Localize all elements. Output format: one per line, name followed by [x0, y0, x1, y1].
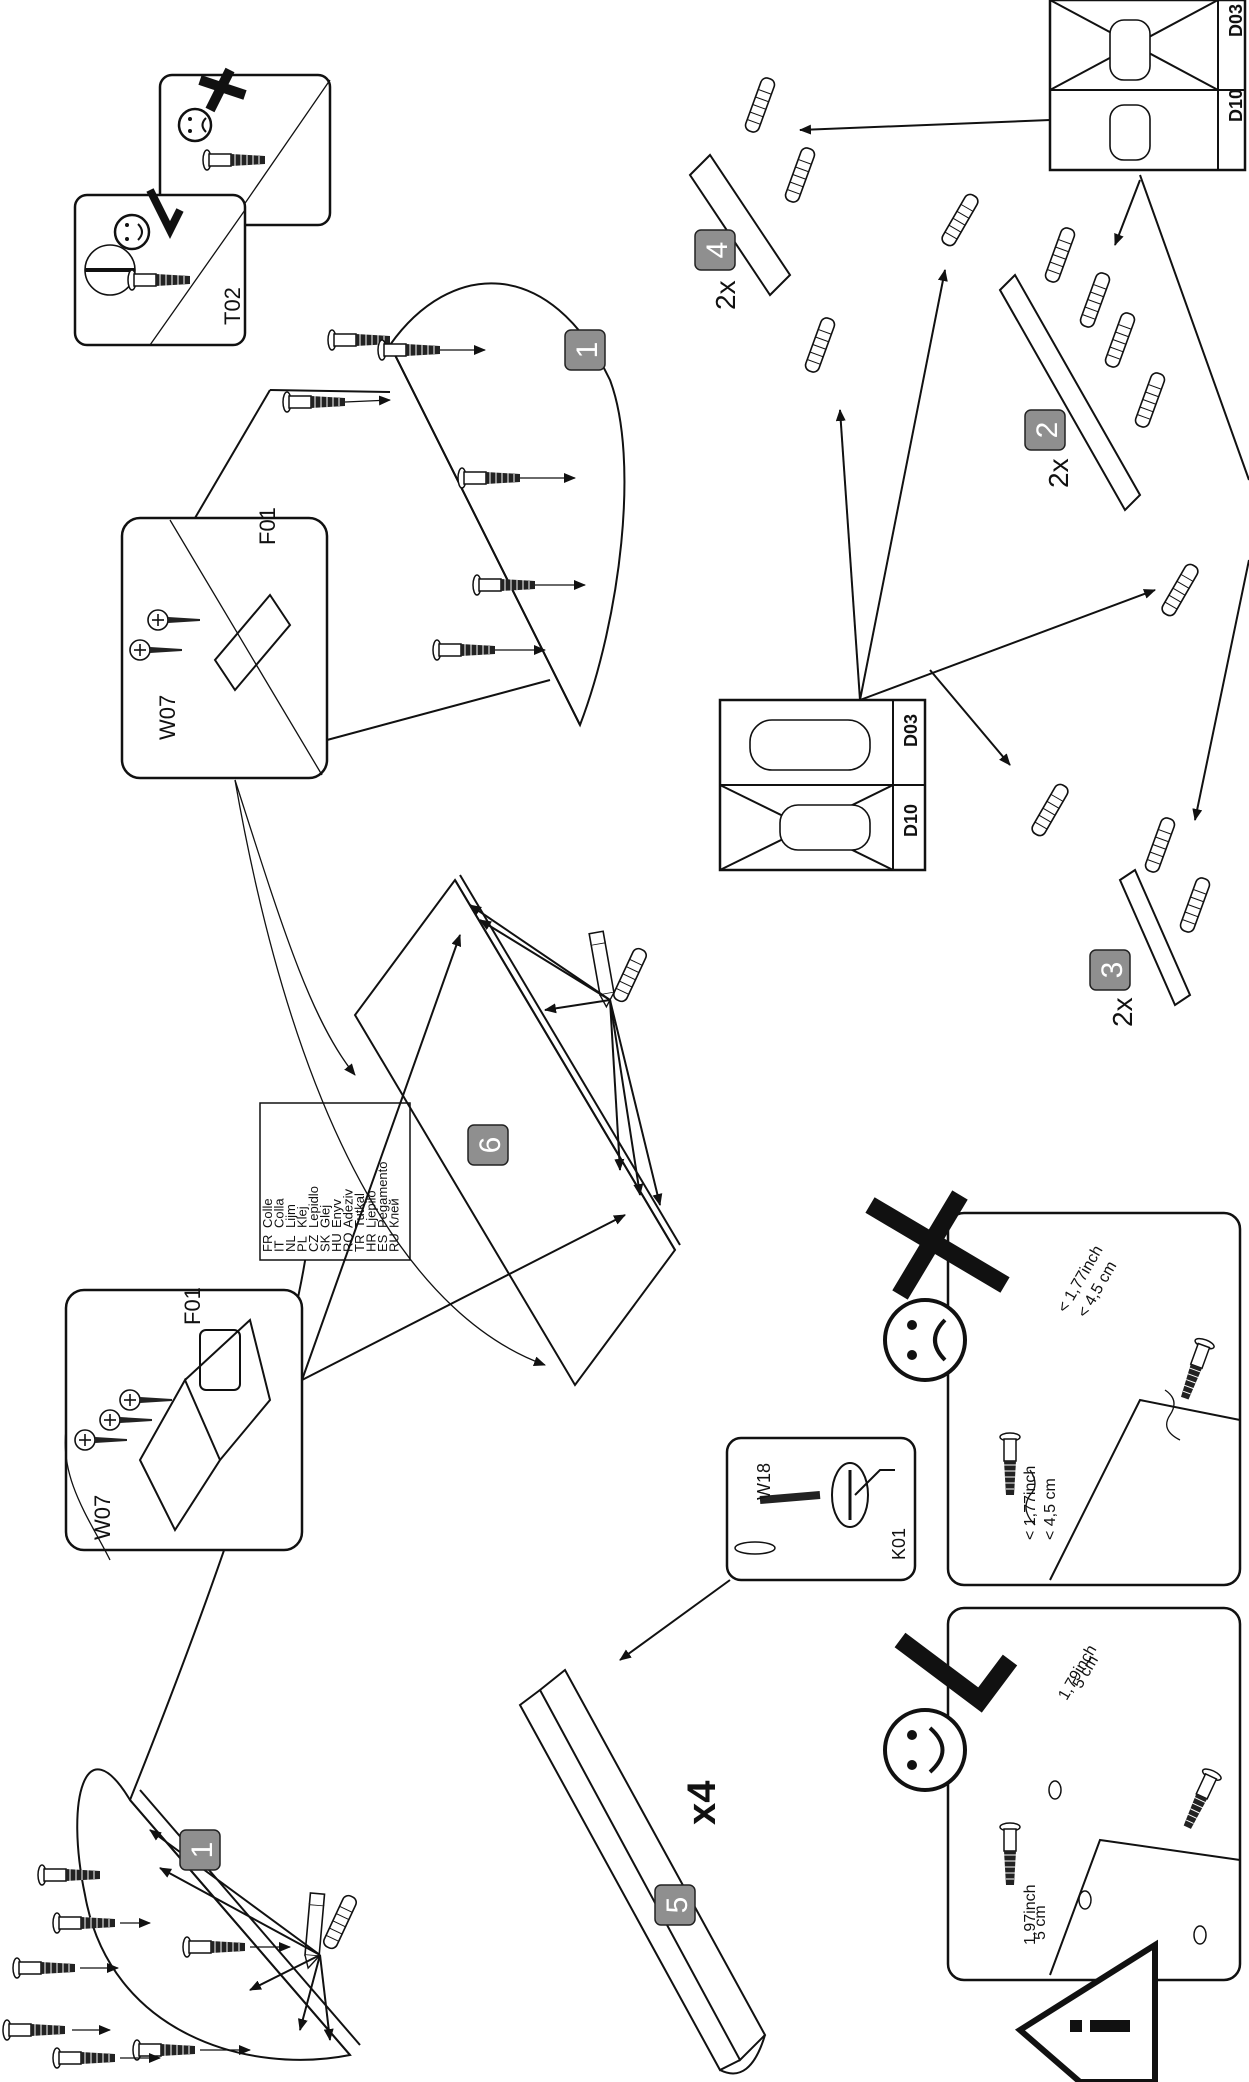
dowel-routing-arrows [835, 174, 1249, 821]
legend-code: ES [375, 1234, 390, 1252]
bad-fitting-box: < 1,77inch < 4,5 cm < 1,77inch < 4,5 cm [865, 1190, 1242, 1587]
legend-code: NL [283, 1235, 298, 1252]
legend-word: Enyv [329, 1199, 344, 1228]
check-icon [146, 188, 184, 239]
check-icon [894, 1632, 1018, 1713]
part-2-assembly: 2 2x [939, 179, 1201, 619]
panel-1-bottom: 1 [2, 1109, 361, 2069]
part-4-qty: 2x [710, 280, 741, 310]
part-label-6: 6 [474, 1137, 507, 1154]
cam-lock-detail-box: W18 K01 [725, 1436, 917, 1582]
legend-code: IT [272, 1240, 287, 1252]
good-fitting-box: 1,97inch 5 cm 1,79inch 5 cm [883, 1606, 1242, 1982]
part-2-qty: 2x [1043, 458, 1074, 488]
legend-code: HU [329, 1233, 344, 1252]
legend-word: Colla [272, 1198, 287, 1228]
bad-depth-cm: < 4,5 cm [1042, 1478, 1059, 1540]
part-label-4: 4 [701, 242, 734, 259]
bad-depth-inch: < 1,77inch [1022, 1466, 1039, 1540]
happy-face-icon [113, 213, 151, 251]
legend-code: HR [364, 1233, 379, 1252]
cam-code-label: W18 [754, 1463, 774, 1500]
part-label-5: 5 [661, 1897, 694, 1914]
part-3-assembly: 3 2x [1029, 781, 1212, 1027]
bracket-detail-box-left: W07 F01 [64, 1287, 304, 1561]
bracket-detail-box-top: W07 F01 [120, 507, 329, 780]
cross-icon [865, 1190, 1010, 1300]
key-code-label: K01 [889, 1528, 909, 1560]
legend-word: Ljepilo [364, 1190, 379, 1228]
legend-word: Клей [387, 1198, 402, 1228]
legend-word: Glej [318, 1205, 333, 1228]
dowel-code-d10: D10 [1226, 89, 1246, 122]
tool-check-boxes: T02 [73, 67, 332, 347]
warning-icon [1014, 1939, 1158, 2082]
part-5-rail: 5 x4 [518, 1579, 767, 2075]
good-depth-cm: 5 cm [1032, 1905, 1049, 1940]
part-label-3: 3 [1096, 962, 1129, 979]
dowel-icon [611, 945, 649, 1005]
cross-icon [198, 67, 247, 113]
part-label-1: 1 [186, 1842, 219, 1859]
sad-face-icon [177, 107, 213, 143]
dowel-icon [321, 1892, 359, 1952]
bracket-code-label: F01 [180, 1287, 205, 1325]
part-5-qty: x4 [680, 1780, 724, 1825]
panel-6: 6 [234, 779, 681, 1387]
dowel-selection-box-mid: D03 D10 [718, 698, 927, 872]
legend-word: Lepidlo [306, 1186, 321, 1228]
part-label-1: 1 [571, 342, 604, 359]
part-label-2: 2 [1031, 422, 1064, 439]
legend-code: TR [352, 1235, 367, 1252]
legend-word: Lijm [283, 1204, 298, 1228]
dowel-code-d03: D03 [901, 714, 921, 747]
legend-word: Klej [295, 1206, 310, 1228]
part-4-assembly: 4 2x [688, 75, 1051, 375]
dowel-code-d10: D10 [901, 804, 921, 837]
dowel-selection-box-top: D03 D10 [1048, 0, 1247, 172]
good-depth-inch: 1,97inch [1022, 1885, 1039, 1946]
sad-face-icon [883, 1298, 967, 1382]
legend-code: PL [295, 1236, 310, 1252]
legend-code: RU [387, 1233, 402, 1252]
happy-face-icon [883, 1708, 967, 1792]
legend-code: CZ [306, 1235, 321, 1252]
legend-code: FR [260, 1235, 275, 1252]
legend-code: SK [318, 1234, 333, 1252]
panel-1-top: 1 [194, 282, 626, 741]
screw-code-label: W07 [155, 695, 180, 740]
legend-word: Adeziv [341, 1188, 356, 1228]
legend-word: Colle [260, 1198, 275, 1228]
bracket-code-label: F01 [255, 507, 280, 545]
legend-word: Tutkal [352, 1193, 367, 1228]
part-3-qty: 2x [1107, 997, 1138, 1027]
tool-code-label: T02 [220, 287, 245, 325]
legend-word: Pegamento [375, 1162, 390, 1229]
dowel-code-d03: D03 [1226, 4, 1246, 37]
screw-code-label: W07 [90, 1495, 115, 1540]
